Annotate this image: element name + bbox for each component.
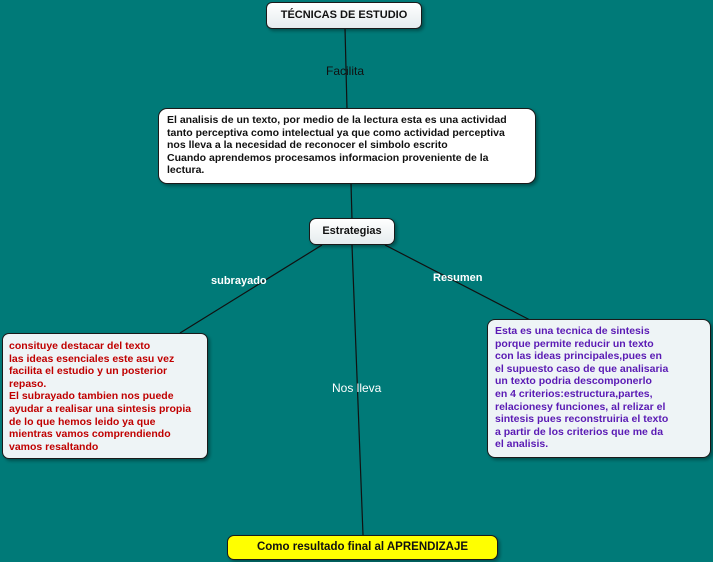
subrayado-node[interactable]: consituye destacar del texto las ideas e… [2, 333, 208, 459]
resumen-node-text: Esta es una tecnica de sintesis porque p… [495, 325, 669, 451]
link-label-nos-lleva: Nos lleva [332, 381, 382, 395]
analysis-node[interactable]: El analisis de un texto, por medio de la… [158, 108, 536, 184]
link-label-subrayado: subrayado [211, 275, 267, 287]
link-label-facilita: Facilita [326, 64, 365, 78]
topic-node-label: TÉCNICAS DE ESTUDIO [280, 9, 408, 21]
result-node-label: Como resultado final al APRENDIZAJE [256, 541, 469, 553]
connector-top-to-analysis [344, 27, 348, 110]
resumen-node[interactable]: Esta es una tecnica de sintesis porque p… [487, 319, 711, 458]
strategies-node[interactable]: Estrategias [309, 218, 395, 245]
connector-strategies-to-subrayado [179, 244, 323, 334]
strategies-node-label: Estrategias [322, 225, 382, 237]
connector-strategies-to-result [351, 244, 364, 536]
connector-analysis-to-strategies [350, 182, 353, 221]
link-label-resumen: Resumen [433, 272, 483, 284]
analysis-node-text: El analisis de un texto, por medio de la… [167, 114, 507, 177]
subrayado-node-text: consituye destacar del texto las ideas e… [9, 340, 192, 453]
connector-strategies-to-resumen [384, 244, 531, 321]
result-node-aprendizaje[interactable]: Como resultado final al APRENDIZAJE [227, 535, 498, 560]
topic-node-tecnicas[interactable]: TÉCNICAS DE ESTUDIO [266, 2, 422, 29]
